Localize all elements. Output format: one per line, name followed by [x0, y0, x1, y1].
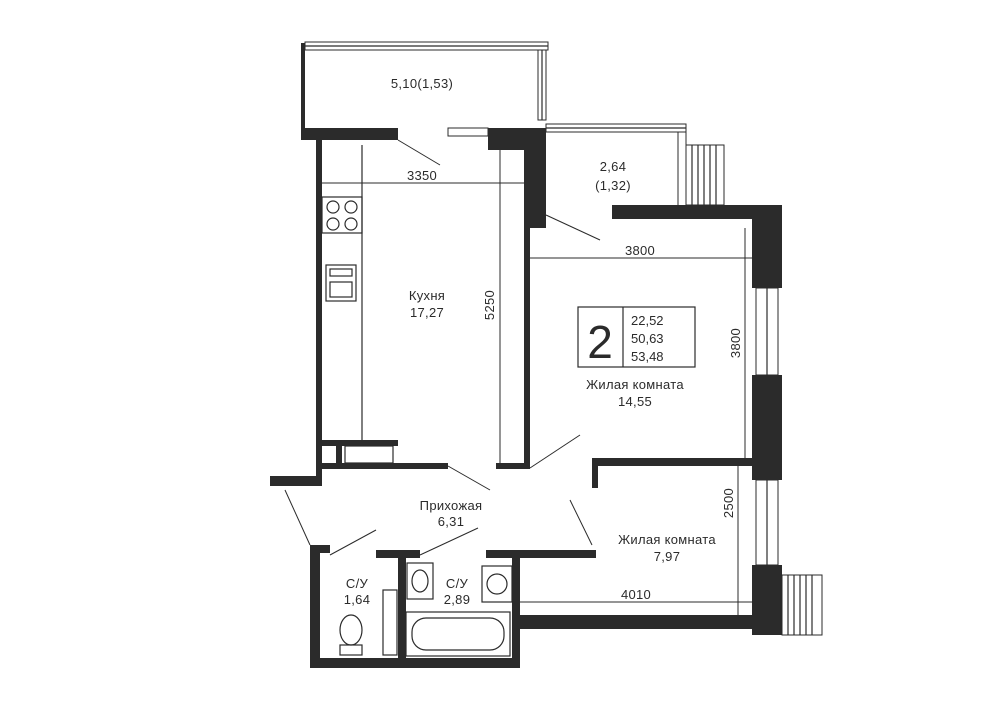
dim-kitchen-length: 5250	[482, 290, 497, 320]
kitchen-sink-icon	[325, 264, 357, 302]
wc-small-area: 1,64	[344, 592, 371, 607]
wc-big-area: 2,89	[444, 592, 471, 607]
living2-area: 7,97	[654, 549, 681, 564]
doors	[284, 139, 601, 556]
living2-name: Жилая комната	[618, 532, 716, 547]
washbasin-icon	[406, 562, 434, 600]
living-area-value: 22,52	[631, 313, 664, 328]
summary-box: 2 22,52 50,63 53,48	[577, 306, 696, 368]
area-with-balcony-value: 53,48	[631, 349, 664, 364]
balcony-top	[301, 41, 549, 140]
dim-kitchen-width: 3350	[407, 168, 437, 183]
bathtub-icon	[405, 611, 511, 657]
hall-area: 6,31	[438, 514, 465, 529]
kitchen-name: Кухня	[409, 288, 445, 303]
balcony-small-area-sub: (1,32)	[595, 178, 631, 193]
wc-big-name: С/У	[446, 576, 469, 591]
kitchen-area: 17,27	[410, 305, 444, 320]
washing-machine-icon	[481, 565, 513, 603]
balcony-small	[545, 123, 752, 219]
balcony-small-area: 2,64	[600, 159, 627, 174]
fixtures	[321, 145, 513, 657]
dim-living2-length: 2500	[721, 488, 736, 518]
hall-name: Прихожая	[420, 498, 483, 513]
rooms-count: 2	[587, 316, 613, 368]
living1-name: Жилая комната	[586, 377, 684, 392]
living1-area: 14,55	[618, 394, 652, 409]
dim-living2-width: 4010	[621, 587, 651, 602]
wc-small-name: С/У	[346, 576, 369, 591]
walls	[270, 128, 782, 668]
stove-icon	[321, 196, 363, 234]
balcony-bottom-right	[781, 574, 823, 636]
dim-living1-length: 3800	[728, 328, 743, 358]
dim-living1-width: 3800	[625, 243, 655, 258]
dimension-lines	[322, 150, 752, 615]
toilet-icon	[339, 614, 363, 656]
total-area-value: 50,63	[631, 331, 664, 346]
balcony-top-area: 5,10(1,53)	[391, 76, 453, 91]
